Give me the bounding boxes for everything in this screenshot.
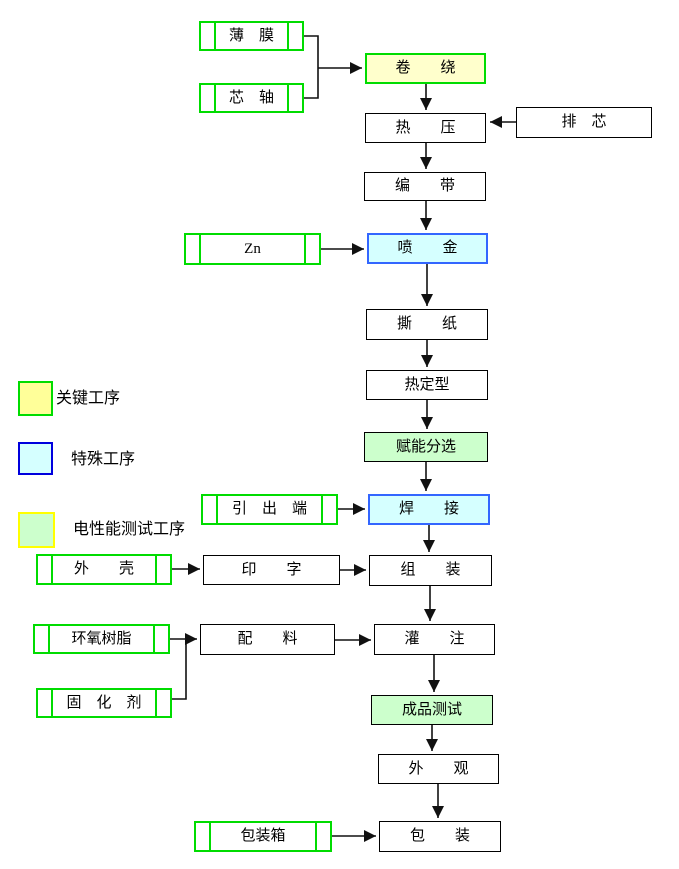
junction-curingagent xyxy=(172,639,187,700)
legend-test-swatch xyxy=(18,512,55,548)
node-epoxy-resin: 环氧树脂 xyxy=(33,624,170,654)
legend-test-label: 电性能测试工序 xyxy=(73,521,186,538)
node-label: 焊 接 xyxy=(398,501,459,517)
node-label: 热 压 xyxy=(395,119,456,136)
node-label: 固 化 剂 xyxy=(66,694,142,711)
node-label: 编 带 xyxy=(394,178,455,194)
legend-key-swatch xyxy=(18,381,53,416)
node-winding: 卷 绕 xyxy=(365,53,486,84)
node-curing-agent: 固 化 剂 xyxy=(36,688,172,718)
node-label: 撕 纸 xyxy=(396,316,457,332)
node-label: 外 壳 xyxy=(73,561,134,577)
node-zn: Zn xyxy=(184,233,321,265)
node-mandrel: 芯 轴 xyxy=(199,83,304,113)
node-label: 引 出 端 xyxy=(231,501,307,517)
node-label: Zn xyxy=(244,240,261,257)
node-label: 环氧树脂 xyxy=(71,630,132,647)
node-energize-sort: 赋能分选 xyxy=(364,432,488,462)
node-appearance: 外 观 xyxy=(378,754,499,784)
node-label: 赋能分选 xyxy=(395,438,456,455)
node-label: 组 装 xyxy=(400,562,461,578)
node-assembly: 组 装 xyxy=(369,555,492,586)
node-printing: 印 字 xyxy=(203,555,340,585)
legend-special-swatch xyxy=(18,442,53,475)
node-casing: 外 壳 xyxy=(36,554,172,585)
node-taping: 编 带 xyxy=(364,172,486,201)
node-label: 热定型 xyxy=(404,376,450,393)
node-label: 排 芯 xyxy=(561,114,607,130)
junction-thinfilm-mandrel xyxy=(304,35,319,99)
node-label: 成品测试 xyxy=(401,701,462,718)
node-label: 包 装 xyxy=(409,828,470,844)
node-product-test: 成品测试 xyxy=(371,695,493,725)
node-core-arrange: 排 芯 xyxy=(516,107,652,138)
node-label: 芯 轴 xyxy=(228,89,274,106)
node-lead-terminal: 引 出 端 xyxy=(201,494,338,525)
node-hot-press: 热 压 xyxy=(365,113,486,143)
node-label: 喷 金 xyxy=(397,240,458,256)
node-heat-setting: 热定型 xyxy=(366,370,488,400)
node-metal-spray: 喷 金 xyxy=(367,233,488,264)
node-label: 外 观 xyxy=(408,760,469,777)
node-packaging: 包 装 xyxy=(379,821,501,852)
node-potting: 灌 注 xyxy=(374,624,495,655)
legend-key-label: 关键工序 xyxy=(56,390,121,407)
node-welding: 焊 接 xyxy=(368,494,490,525)
node-label: 薄 膜 xyxy=(228,27,274,44)
node-label: 灌 注 xyxy=(404,631,465,647)
node-label: 印 字 xyxy=(241,561,302,578)
node-label: 卷 绕 xyxy=(395,60,456,76)
node-label: 包装箱 xyxy=(240,828,286,844)
node-packing-box: 包装箱 xyxy=(194,821,332,852)
legend-special-label: 特殊工序 xyxy=(71,451,136,468)
node-batching: 配 料 xyxy=(200,624,335,655)
node-label: 配 料 xyxy=(237,631,298,647)
node-tear-paper: 撕 纸 xyxy=(366,309,488,340)
node-thin-film: 薄 膜 xyxy=(199,21,304,51)
